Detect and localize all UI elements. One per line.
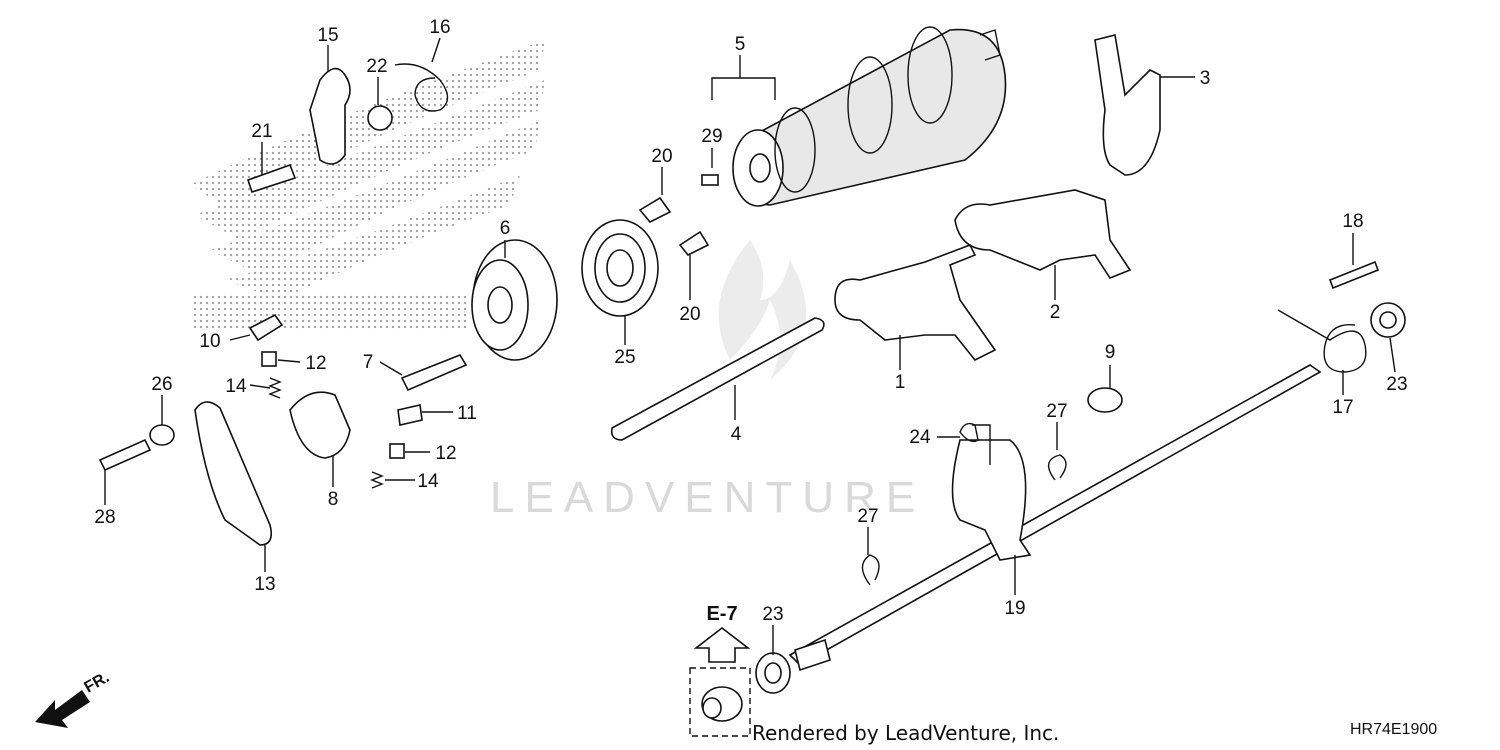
callout-27a: 27 — [1046, 401, 1067, 422]
part-bolt-28 — [98, 438, 152, 472]
callout-28: 28 — [94, 507, 115, 528]
direction-arrow-icon — [35, 690, 90, 728]
callout-3: 3 — [1200, 68, 1211, 89]
part-15 — [309, 67, 351, 165]
diagram-code: HR74E1900 — [1350, 721, 1437, 738]
callout-15: 15 — [317, 25, 338, 46]
part-24 — [959, 422, 979, 443]
part-bolt-20b — [678, 230, 710, 257]
callout-26: 26 — [151, 374, 172, 395]
part-12a — [261, 351, 277, 367]
callout-22: 22 — [366, 56, 387, 77]
callout-12b: 12 — [435, 443, 456, 464]
watermark: LEADVENTURE — [490, 240, 925, 522]
callout-24: 24 — [909, 427, 931, 448]
callout-2: 2 — [1050, 302, 1061, 323]
part-drum-center — [471, 239, 558, 361]
callout-14a: 14 — [225, 376, 247, 397]
direction-label: FR. — [82, 669, 113, 697]
callouts: 5 29 3 2 1 4 6 25 20 20 7 11 12 14 8 13 … — [94, 17, 1407, 625]
callout-7: 7 — [363, 352, 374, 373]
callout-18: 18 — [1342, 211, 1363, 232]
callout-8: 8 — [328, 489, 339, 510]
part-fork-1 — [834, 243, 997, 362]
part-fork-2 — [954, 189, 1132, 279]
callout-16: 16 — [429, 17, 450, 38]
part-spring-14b — [370, 471, 384, 489]
part-clip-27b — [861, 554, 880, 586]
front-direction: FR. — [35, 669, 112, 728]
part-9 — [1087, 387, 1123, 413]
part-fork-shaft — [610, 317, 825, 441]
part-shift-drum — [732, 26, 1007, 207]
callout-10: 10 — [199, 331, 220, 352]
callout-23a: 23 — [1386, 374, 1407, 395]
callout-19: 19 — [1004, 598, 1025, 619]
callout-20b: 20 — [679, 304, 700, 325]
callout-29: 29 — [701, 126, 722, 147]
part-bolt-7 — [400, 354, 468, 392]
callout-9: 9 — [1105, 342, 1116, 363]
part-11 — [397, 404, 423, 426]
reference-e7: E-7 — [689, 603, 751, 737]
part-12b — [389, 443, 405, 459]
callout-6: 6 — [500, 218, 511, 239]
leader-lines — [104, 37, 1396, 655]
credit-text: Rendered by LeadVenture, Inc. — [752, 721, 1059, 745]
up-arrow-icon — [693, 626, 751, 663]
part-plate — [194, 401, 273, 546]
callout-13: 13 — [254, 574, 275, 595]
part-gearshift-spindle — [788, 364, 1322, 672]
part-fork-3 — [1094, 34, 1161, 176]
part-clip-27a — [1047, 454, 1067, 481]
part-10 — [248, 313, 284, 342]
callout-25: 25 — [614, 347, 635, 368]
part-bolt-21 — [246, 163, 297, 194]
watermark-text: LEADVENTURE — [490, 473, 925, 522]
callout-17: 17 — [1332, 397, 1353, 418]
part-26 — [149, 424, 175, 446]
callout-5: 5 — [735, 34, 746, 55]
reference-label: E-7 — [706, 603, 737, 625]
part-spring-14a — [268, 377, 282, 399]
part-22 — [367, 105, 393, 131]
part-pin — [701, 174, 719, 186]
part-stopper-arm — [289, 391, 351, 459]
part-bolt-18 — [1328, 260, 1380, 290]
wing-logo — [190, 40, 545, 330]
callout-20a: 20 — [651, 146, 672, 167]
callout-1: 1 — [895, 372, 906, 393]
callout-12a: 12 — [305, 353, 326, 374]
callout-23b: 23 — [762, 604, 783, 625]
part-bearing — [581, 219, 659, 317]
callout-27b: 27 — [857, 506, 878, 527]
part-spring-16 — [394, 63, 449, 112]
callout-4: 4 — [731, 424, 742, 445]
callout-11: 11 — [457, 403, 477, 424]
part-bolt-20a — [638, 196, 672, 223]
part-return-spring — [1277, 309, 1367, 373]
callout-14b: 14 — [417, 471, 439, 492]
callout-21: 21 — [251, 121, 272, 142]
